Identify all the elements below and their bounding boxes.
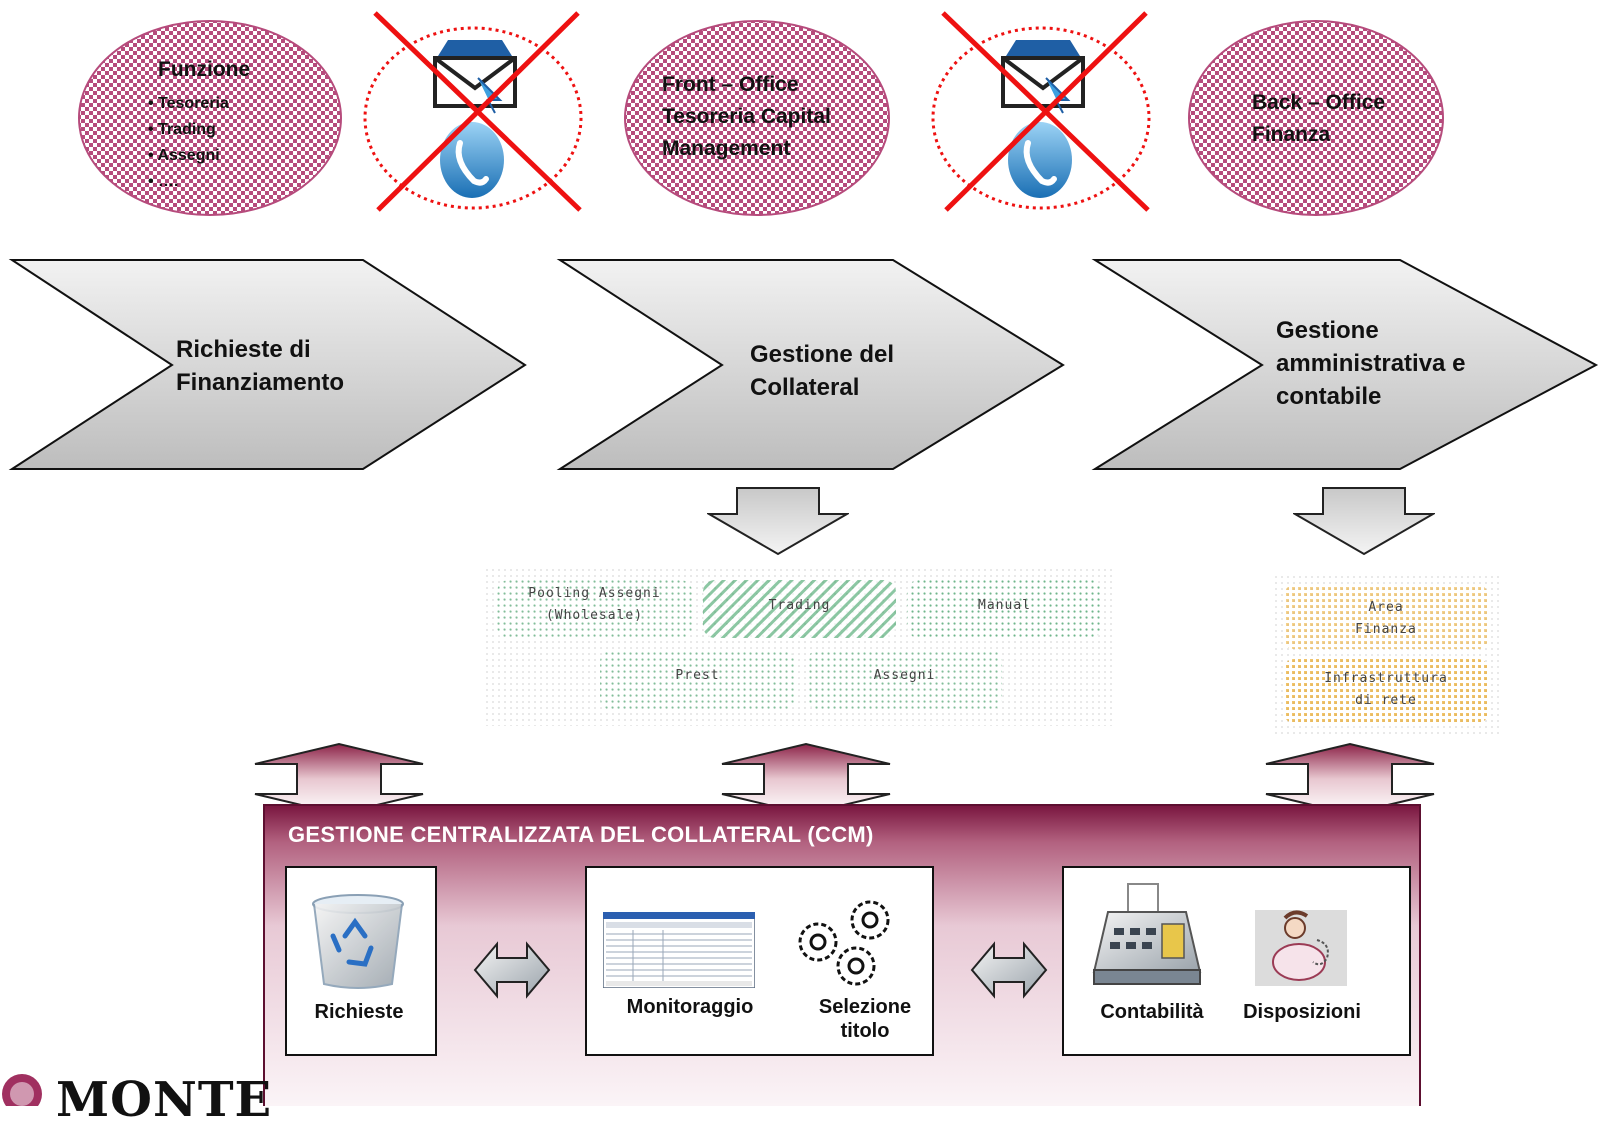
system-label-pooling-2: (Wholesale) [545,608,644,623]
system-box-area-finanza [1284,585,1488,649]
back-office-line1: Back – Office [1252,91,1386,114]
double-arrow-collateral [721,742,891,816]
label-disposizioni: Disposizioni [1243,1001,1361,1023]
back-systems-panel [1274,575,1499,735]
horizontal-double-arrow-right [970,941,1048,999]
label-richieste: Richieste [314,1001,404,1023]
funzione-item: • Assegni [148,147,220,164]
system-label-area-1: Area [1368,600,1404,615]
step1-line2: Finanziamento [176,369,345,396]
step3-line1: Gestione [1276,317,1379,344]
monitor-screen-icon [603,912,755,988]
down-arrow-collateral [707,487,849,556]
funzione-list: • Tesoreria • Trading • Assegni • …. [148,91,229,195]
system-box-trading [703,580,896,638]
step1-line1: Richieste di [176,336,311,363]
person-icon [1255,910,1347,986]
back-office-line2: Finanza [1252,123,1331,146]
chevron-richieste [8,259,527,470]
system-box-assegni [807,650,1002,710]
label-selezione-1: Selezione [818,996,912,1018]
system-label-trading: Trading [768,598,831,613]
ellipse-funzione [78,20,342,216]
crossed-mail-phone-1 [363,11,583,212]
front-office-line3: Management [662,137,791,160]
funzione-item: • Tesoreria [148,95,229,112]
funzione-title: Funzione [158,58,251,81]
process-chevrons [8,259,1599,470]
funzione-item: • Trading [148,121,216,138]
front-office-line1: Front – Office [662,73,799,96]
label-selezione-2: titolo [840,1020,890,1042]
crossed-mail-phone-2 [931,11,1151,212]
system-label-area-2: Finanza [1355,622,1417,637]
chevron-gestione-amministrativa [1091,259,1599,470]
system-label-assegni: Assegni [873,668,936,683]
system-label-infra-1: Infrastruttura [1324,671,1448,686]
system-label-pooling-1: Pooling Assegni [528,586,661,601]
ellipse-back-office [1188,20,1444,216]
ellipse-front-office [624,20,890,216]
system-box-manual [907,580,1102,638]
gears-icon [798,900,890,986]
system-label-manual: Manual [978,598,1031,613]
mail-phone-icon [1001,40,1085,198]
step2-line2: Collateral [750,374,860,401]
double-arrow-richieste [254,742,424,816]
front-systems-panel [485,568,1115,726]
label-contabilita: Contabilità [1100,1001,1204,1023]
cash-register-icon [1092,883,1202,985]
down-arrow-back-office [1293,487,1435,556]
system-box-pooling [497,580,692,638]
cross-icon [941,11,1150,212]
horizontal-double-arrow-left [473,941,551,999]
system-label-prest: Prest [675,668,720,683]
system-box-infrastruttura [1284,659,1488,723]
double-arrow-back-office [1265,742,1435,816]
label-monitoraggio: Monitoraggio [626,996,754,1018]
system-box-prest [600,650,795,710]
logo-emblem [2,1074,42,1106]
mail-phone-icon [433,40,517,198]
front-office-line2: Tesoreria Capital [662,105,831,128]
step2-line1: Gestione del [750,341,895,368]
ccm-title: GESTIONE CENTRALIZZATA DEL COLLATERAL (C… [288,822,874,847]
cross-icon [373,11,582,212]
system-label-infra-2: di rete [1355,693,1417,708]
recycle-bin-icon [312,894,404,989]
funzione-item: • …. [148,173,179,190]
logo-text: MONTE [56,1072,273,1128]
chevron-collateral [556,259,1065,470]
step3-line3: contabile [1276,383,1382,410]
step3-line2: amministrativa e [1276,350,1466,377]
